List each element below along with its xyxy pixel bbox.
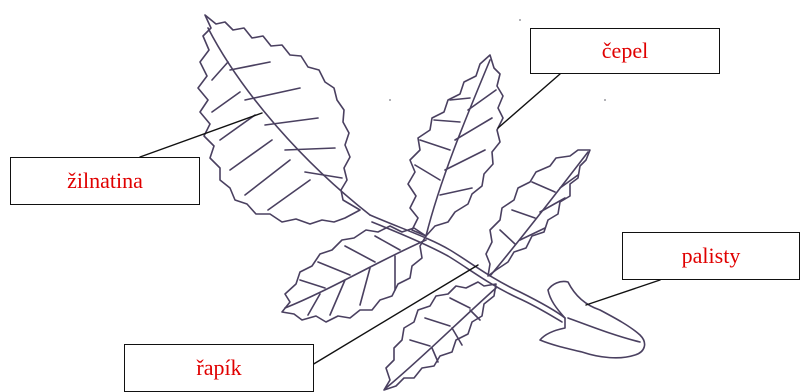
label-palisty-text: palisty bbox=[682, 245, 741, 267]
leader-line-cepel bbox=[498, 74, 560, 128]
scan-speck bbox=[519, 19, 521, 21]
leader-line-zilnatina bbox=[140, 113, 262, 157]
middle-left-leaflet-midrib bbox=[285, 240, 426, 308]
label-zilnatina-text: žilnatina bbox=[67, 170, 143, 192]
middle-left-leaflet-vein bbox=[300, 236, 400, 315]
leader-line-palisty bbox=[586, 280, 660, 305]
middle-left-leaflet-blade bbox=[282, 226, 426, 322]
label-rapik: řapík bbox=[124, 344, 314, 392]
scan-speck bbox=[389, 99, 391, 101]
terminal-leaflet bbox=[198, 15, 370, 224]
label-palisty: palisty bbox=[622, 232, 800, 280]
lower-right-leaflet bbox=[486, 150, 590, 276]
upper-right-leaflet bbox=[408, 55, 503, 236]
label-zilnatina: žilnatina bbox=[10, 157, 200, 205]
bottom-leaflet-blade bbox=[384, 282, 496, 390]
terminal-leaflet-blade bbox=[198, 15, 360, 224]
stipule-fold-line bbox=[568, 318, 640, 342]
middle-left-leaflet bbox=[282, 226, 426, 322]
label-cepel-text: čepel bbox=[602, 40, 648, 62]
bottom-leaflet bbox=[384, 282, 496, 390]
label-cepel: čepel bbox=[530, 28, 720, 74]
stipule bbox=[540, 281, 645, 357]
stipule-outline bbox=[540, 281, 645, 357]
label-rapik-text: řapík bbox=[196, 357, 241, 379]
scan-speck bbox=[604, 99, 606, 101]
terminal-leaflet-vein bbox=[212, 62, 342, 210]
